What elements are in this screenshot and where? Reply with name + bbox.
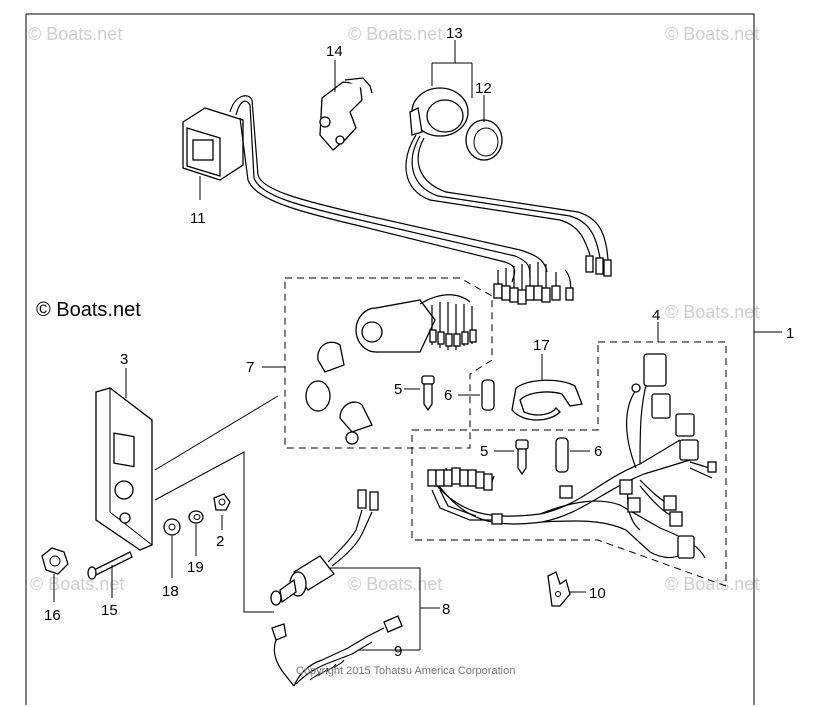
- callout-5-lower: 5: [480, 443, 488, 460]
- part-2-nut: [213, 493, 231, 511]
- watermark: © Boats.net: [348, 24, 442, 44]
- callout-7: 7: [246, 359, 254, 376]
- watermark: © Boats.net: [665, 574, 759, 594]
- part-15-screw: [87, 551, 133, 580]
- part-13-gauge: [405, 87, 612, 277]
- callout-19: 19: [187, 559, 204, 576]
- callout-8: 8: [442, 601, 450, 618]
- callout-15: 15: [101, 602, 118, 619]
- part-19-washer: [188, 510, 204, 524]
- part-4-group-outline: [411, 341, 727, 587]
- part-5-lower: [515, 439, 529, 476]
- watermark: © Boats.net: [665, 302, 759, 322]
- part-16-nut: [41, 547, 69, 575]
- copyright-notice: Copyright 2015 Tohatsu America Corporati…: [296, 665, 515, 677]
- callout-10: 10: [589, 585, 606, 602]
- callout-6-upper: 6: [444, 387, 452, 404]
- watermark-prominent: © Boats.net: [36, 299, 141, 321]
- callout-14: 14: [326, 43, 343, 60]
- callout-11: 11: [190, 210, 206, 227]
- callout-18: 18: [162, 583, 179, 600]
- part-6-upper: [481, 379, 495, 411]
- callout-2: 2: [216, 533, 224, 550]
- part-17-clamp: [511, 379, 583, 421]
- part-10-clip: [547, 571, 571, 607]
- callout-12: 12: [475, 80, 492, 97]
- watermarks: © Boats.net © Boats.net © Boats.net © Bo…: [28, 24, 759, 594]
- callout-13: 13: [446, 25, 463, 42]
- part-8-stop-switch: [270, 489, 379, 606]
- watermark: © Boats.net: [665, 24, 759, 44]
- diagram-border: [25, 13, 755, 705]
- callout-1: 1: [786, 325, 794, 342]
- callout-17: 17: [533, 337, 550, 354]
- callout-16: 16: [44, 607, 61, 624]
- watermark: © Boats.net: [30, 574, 124, 594]
- part-7-ignition-switch: [305, 294, 477, 445]
- part-12-disc: [465, 119, 503, 161]
- part-7-group-outline: [284, 277, 493, 449]
- part-4-harness: [427, 353, 717, 559]
- callout-5-upper: 5: [394, 381, 402, 398]
- leader-panel-group: [154, 395, 279, 613]
- callout-labels: 1 2 3 4 5 5 6 6 7 8 9 10 11 12 13 14 15 …: [44, 25, 794, 660]
- part-6-lower: [555, 437, 569, 473]
- callout-9: 9: [394, 643, 402, 660]
- part-14-bracket: [319, 77, 373, 151]
- part-3-panel: [95, 387, 153, 551]
- part-5-upper: [421, 375, 435, 412]
- part-11-switch: [182, 95, 548, 283]
- part-11-connectors: [493, 262, 574, 305]
- callout-4: 4: [652, 307, 660, 324]
- part-9-lanyard: [271, 615, 403, 687]
- watermark: © Boats.net: [348, 574, 442, 594]
- callout-6-lower: 6: [594, 443, 602, 460]
- watermark: © Boats.net: [28, 24, 122, 44]
- leader-8: [330, 567, 440, 650]
- callout-3: 3: [120, 351, 128, 368]
- part-18-washer: [163, 518, 181, 536]
- leader-13: [431, 40, 473, 98]
